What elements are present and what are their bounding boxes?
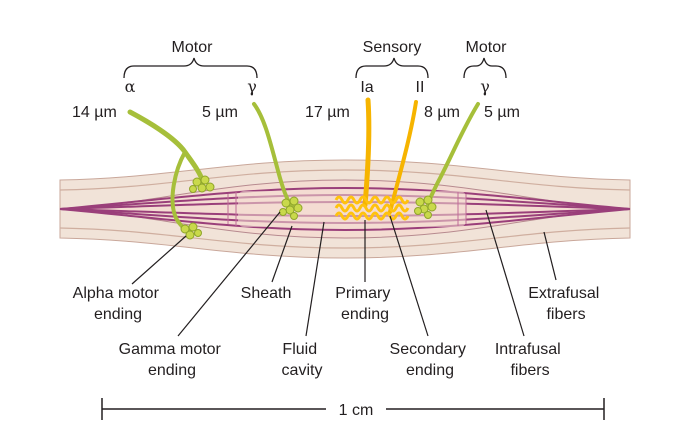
primary-ending-coil xyxy=(334,203,410,213)
intrafusal-fiber xyxy=(59,186,631,210)
ia-label: Ia xyxy=(360,79,373,96)
ii-diameter: 8 µm xyxy=(424,104,460,121)
motor-left-brace xyxy=(123,57,258,79)
extrafusal-line xyxy=(59,227,631,249)
primary-annulospiral-ending xyxy=(334,195,410,221)
primary-ending-coil xyxy=(334,195,410,205)
sheath-leader xyxy=(271,225,293,283)
alpha-ending-leader xyxy=(131,235,187,285)
sensory-brace xyxy=(355,57,429,79)
scale-bar-label: 1 cm xyxy=(339,402,374,419)
gamma-motor-ending-left xyxy=(279,196,303,220)
primary-ending-label: Primary ending xyxy=(335,285,395,323)
sensory-header: Sensory xyxy=(363,39,422,56)
alpha-label: α xyxy=(125,77,136,96)
extrafusal-fibers-label: Extrafusal fibers xyxy=(528,285,604,323)
gamma-ending-leader xyxy=(177,211,281,337)
alpha-motor-ending-label: Alpha motor ending xyxy=(73,285,164,323)
gamma-motor-ending-right xyxy=(414,195,437,219)
ia-diameter: 17 µm xyxy=(305,104,350,121)
ii-label: II xyxy=(416,79,425,96)
gamma-left-diameter: 5 µm xyxy=(202,104,238,121)
gamma-motor-ending-label: Gamma motor ending xyxy=(119,341,226,379)
fluid-cavity-label: Fluid cavity xyxy=(282,341,323,379)
ia-sensory-nerve xyxy=(362,97,372,208)
intrafusal-fibers-label: Intrafusal fibers xyxy=(495,341,565,379)
intrafusal-striations xyxy=(227,192,467,226)
intrafusal-leader xyxy=(485,209,525,337)
secondary-ending-leader xyxy=(389,215,429,337)
extrafusal-leader xyxy=(543,231,557,281)
extrafusal-line xyxy=(59,169,631,191)
alpha-motor-ending-upper xyxy=(189,175,215,193)
gamma-right-diameter: 5 µm xyxy=(484,104,520,121)
alpha-motor-ending-lower xyxy=(180,222,202,240)
gamma-right-label: γ xyxy=(480,77,490,96)
primary-ending-coil xyxy=(334,211,410,221)
alpha-diameter: 14 µm xyxy=(72,104,117,121)
motor-right-brace xyxy=(463,57,507,79)
secondary-ending-label: Secondary ending xyxy=(390,341,471,379)
gamma-left-label: γ xyxy=(247,77,257,96)
motor-left-header: Motor xyxy=(172,39,214,56)
sheath-label: Sheath xyxy=(241,285,292,302)
fluid-cavity-leader xyxy=(305,221,325,337)
intrafusal-fiber xyxy=(59,208,631,232)
scale-bar xyxy=(101,398,605,420)
motor-right-header: Motor xyxy=(466,39,508,56)
